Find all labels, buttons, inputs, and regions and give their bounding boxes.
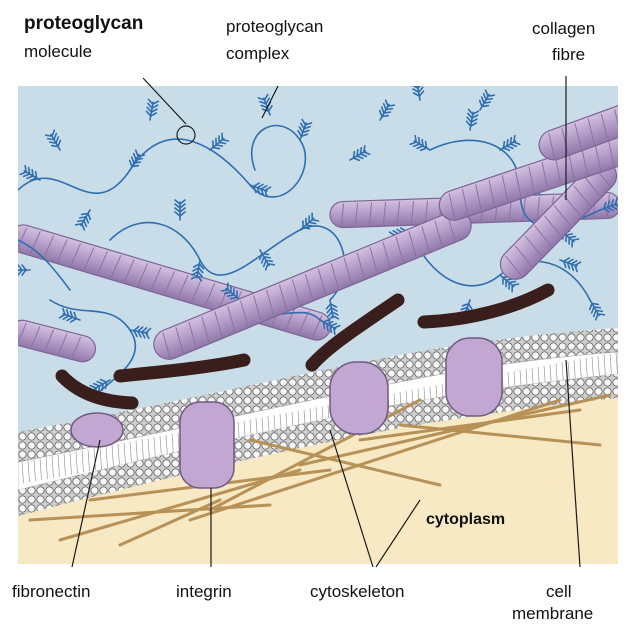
label-collagen-fibre-line2: fibre [552, 45, 585, 65]
label-proteoglycan-molecule-line2: molecule [24, 42, 92, 62]
label-cytoskeleton: cytoskeleton [310, 582, 405, 602]
label-proteoglycan-molecule: proteoglycan [24, 14, 143, 34]
label-proteoglycan-complex-line2: complex [226, 44, 289, 64]
label-fibronectin: fibronectin [12, 582, 90, 602]
label-proteoglycan-complex: proteoglycan [226, 17, 323, 37]
label-integrin: integrin [176, 582, 232, 602]
label-collagen-fibre: collagen [532, 19, 595, 39]
label-cell-membrane-line2: membrane [512, 604, 593, 624]
label-cell-membrane: cell [546, 582, 572, 602]
label-cytoplasm: cytoplasm [426, 510, 505, 530]
